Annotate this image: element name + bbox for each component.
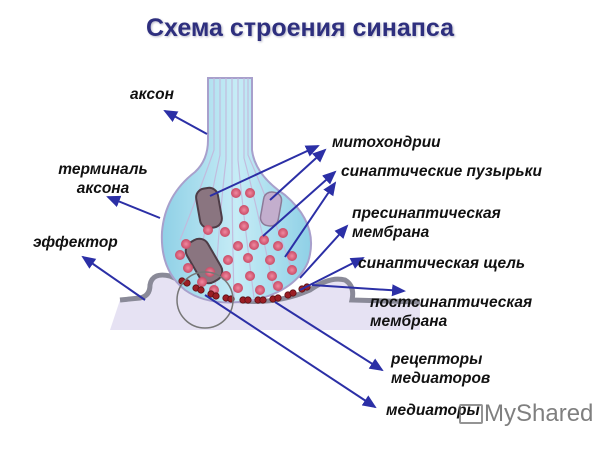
label-axon-terminal-line1: терминаль [58,161,148,178]
label-effector: эффектор [33,234,118,251]
label-presynaptic-membrane: пресинаптическая мембрана [352,204,501,242]
synaptic-vesicles [175,188,297,295]
label-receptors: рецепторы медиаторов [391,350,490,388]
label-synaptic-cleft: синаптическая щель [358,255,526,272]
label-postsynaptic-line2: мембрана [370,313,448,330]
receptors [178,277,311,304]
label-mediators: медиаторы [386,402,480,419]
label-presynaptic-line1: пресинаптическая [352,205,501,222]
label-postsynaptic-membrane: постсинаптическая мембрана [370,293,532,331]
watermark: MyShared [484,400,594,427]
label-axon-terminal-line2: аксона [76,180,130,197]
watermark-icon [459,404,483,424]
label-synaptic-vesicles: синаптические пузырьки [341,163,542,180]
page-title: Схема строения синапса [145,14,454,42]
label-receptors-line1: рецепторы [391,351,483,368]
label-postsynaptic-line1: постсинаптическая [370,294,533,311]
label-receptors-line2: медиаторов [391,370,491,387]
label-presynaptic-line2: мембрана [352,224,430,241]
magnifier-circle [176,271,234,329]
label-mitochondria: митохондрии [332,134,441,151]
pointer-arrows [81,110,406,409]
label-axon-terminal: терминаль аксона [48,160,158,198]
label-axon: аксон [130,86,174,103]
